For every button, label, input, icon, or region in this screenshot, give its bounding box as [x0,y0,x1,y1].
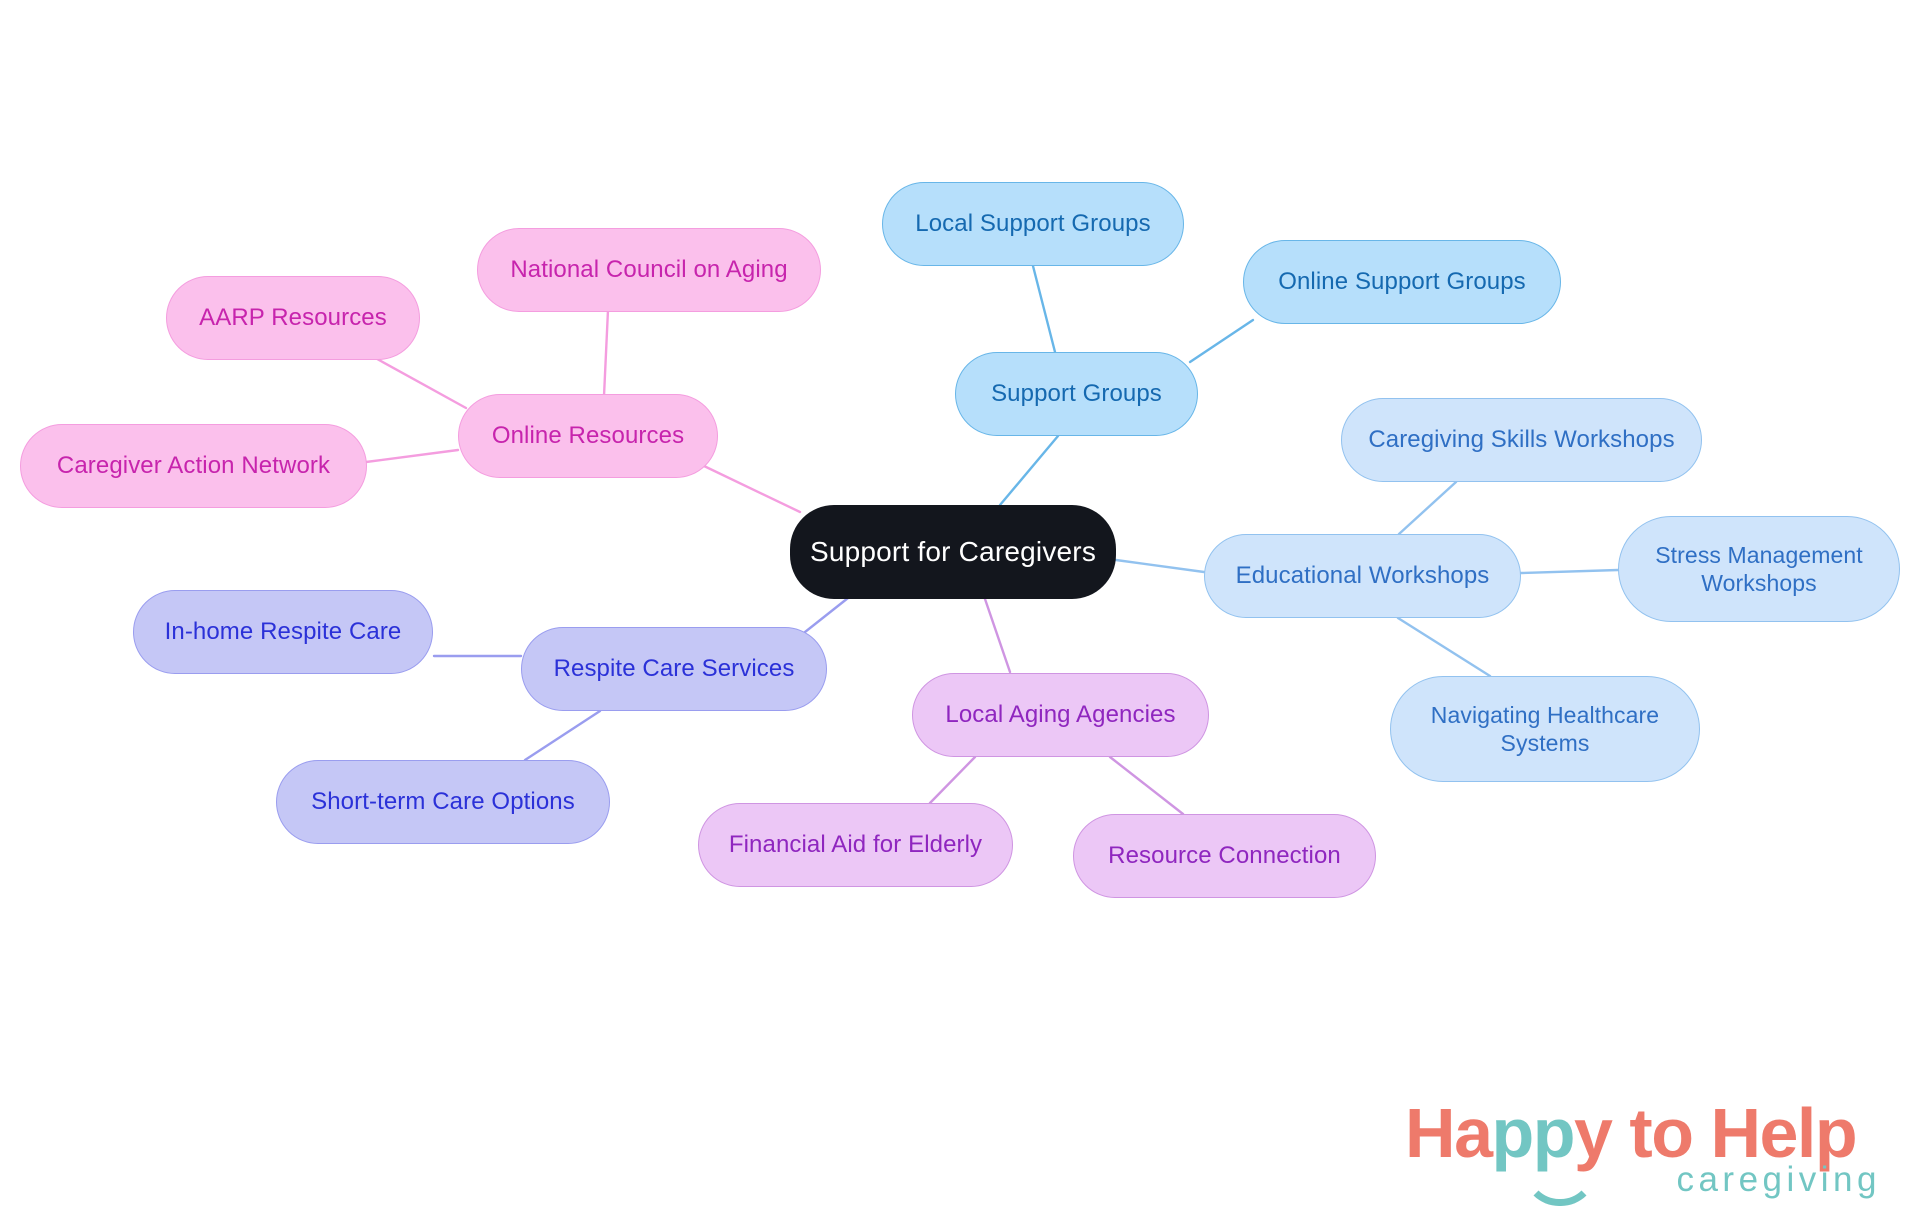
edge-root-respite [798,596,850,638]
logo-word-happy: Happy [1405,1094,1613,1172]
node-navigating-healthcare-systems[interactable]: Navigating Healthcare Systems [1390,676,1700,782]
logo-word-to: to [1611,1094,1711,1172]
edge-root-online-resources [702,464,802,514]
logo-letter: a [1454,1094,1493,1172]
logo-word-help: Help [1710,1094,1857,1172]
node-local-aging-agencies[interactable]: Local Aging Agencies [912,673,1209,757]
edge-ew-navigating [1396,616,1492,678]
node-online-resources[interactable]: Online Resources [458,394,718,478]
edge-laa-resource [1108,755,1185,816]
edge-or-aarp [368,353,468,410]
edge-sg-online [1188,318,1255,364]
node-in-home-respite-care[interactable]: In-home Respite Care [133,590,433,674]
edge-ew-stress [1519,568,1620,575]
node-resource-connection[interactable]: Resource Connection [1073,814,1376,898]
edge-ew-skills [1397,480,1458,536]
edge-or-ncoa [602,308,610,398]
edge-rcs-shortterm [523,709,602,762]
logo-letter-p: p [1491,1094,1535,1172]
node-caregiving-skills-workshops[interactable]: Caregiving Skills Workshops [1341,398,1702,482]
logo-letter: H [1405,1094,1456,1172]
edge-root-support-groups [998,434,1060,507]
logo-tagline: caregiving [1676,1160,1881,1199]
edge-laa-financial [928,755,977,805]
edge-or-can [364,448,460,464]
logo-happy-ha: Happy [1405,1094,1613,1172]
node-aarp-resources[interactable]: AARP Resources [166,276,420,360]
brand-logo: Happy to Help caregiving [1405,1098,1885,1210]
edge-sg-local [1031,264,1057,354]
logo-wordmark: Happy to Help [1405,1098,1858,1168]
node-financial-aid-for-elderly[interactable]: Financial Aid for Elderly [698,803,1013,887]
node-stress-management-workshops[interactable]: Stress Management Workshops [1618,516,1900,622]
logo-letter: y [1574,1094,1613,1172]
smile-icon [1523,1160,1597,1206]
edge-root-education [1114,558,1206,574]
node-respite-care-services[interactable]: Respite Care Services [521,627,827,711]
node-educational-workshops[interactable]: Educational Workshops [1204,534,1521,618]
node-national-council-on-aging[interactable]: National Council on Aging [477,228,821,312]
node-local-support-groups[interactable]: Local Support Groups [882,182,1184,266]
node-support-groups[interactable]: Support Groups [955,352,1198,436]
edge-root-aging [983,597,1012,674]
node-online-support-groups[interactable]: Online Support Groups [1243,240,1561,324]
logo-letter-p: p [1532,1094,1576,1172]
node-short-term-care-options[interactable]: Short-term Care Options [276,760,610,844]
node-caregiver-action-network[interactable]: Caregiver Action Network [20,424,367,508]
node-root[interactable]: Support for Caregivers [790,505,1116,599]
